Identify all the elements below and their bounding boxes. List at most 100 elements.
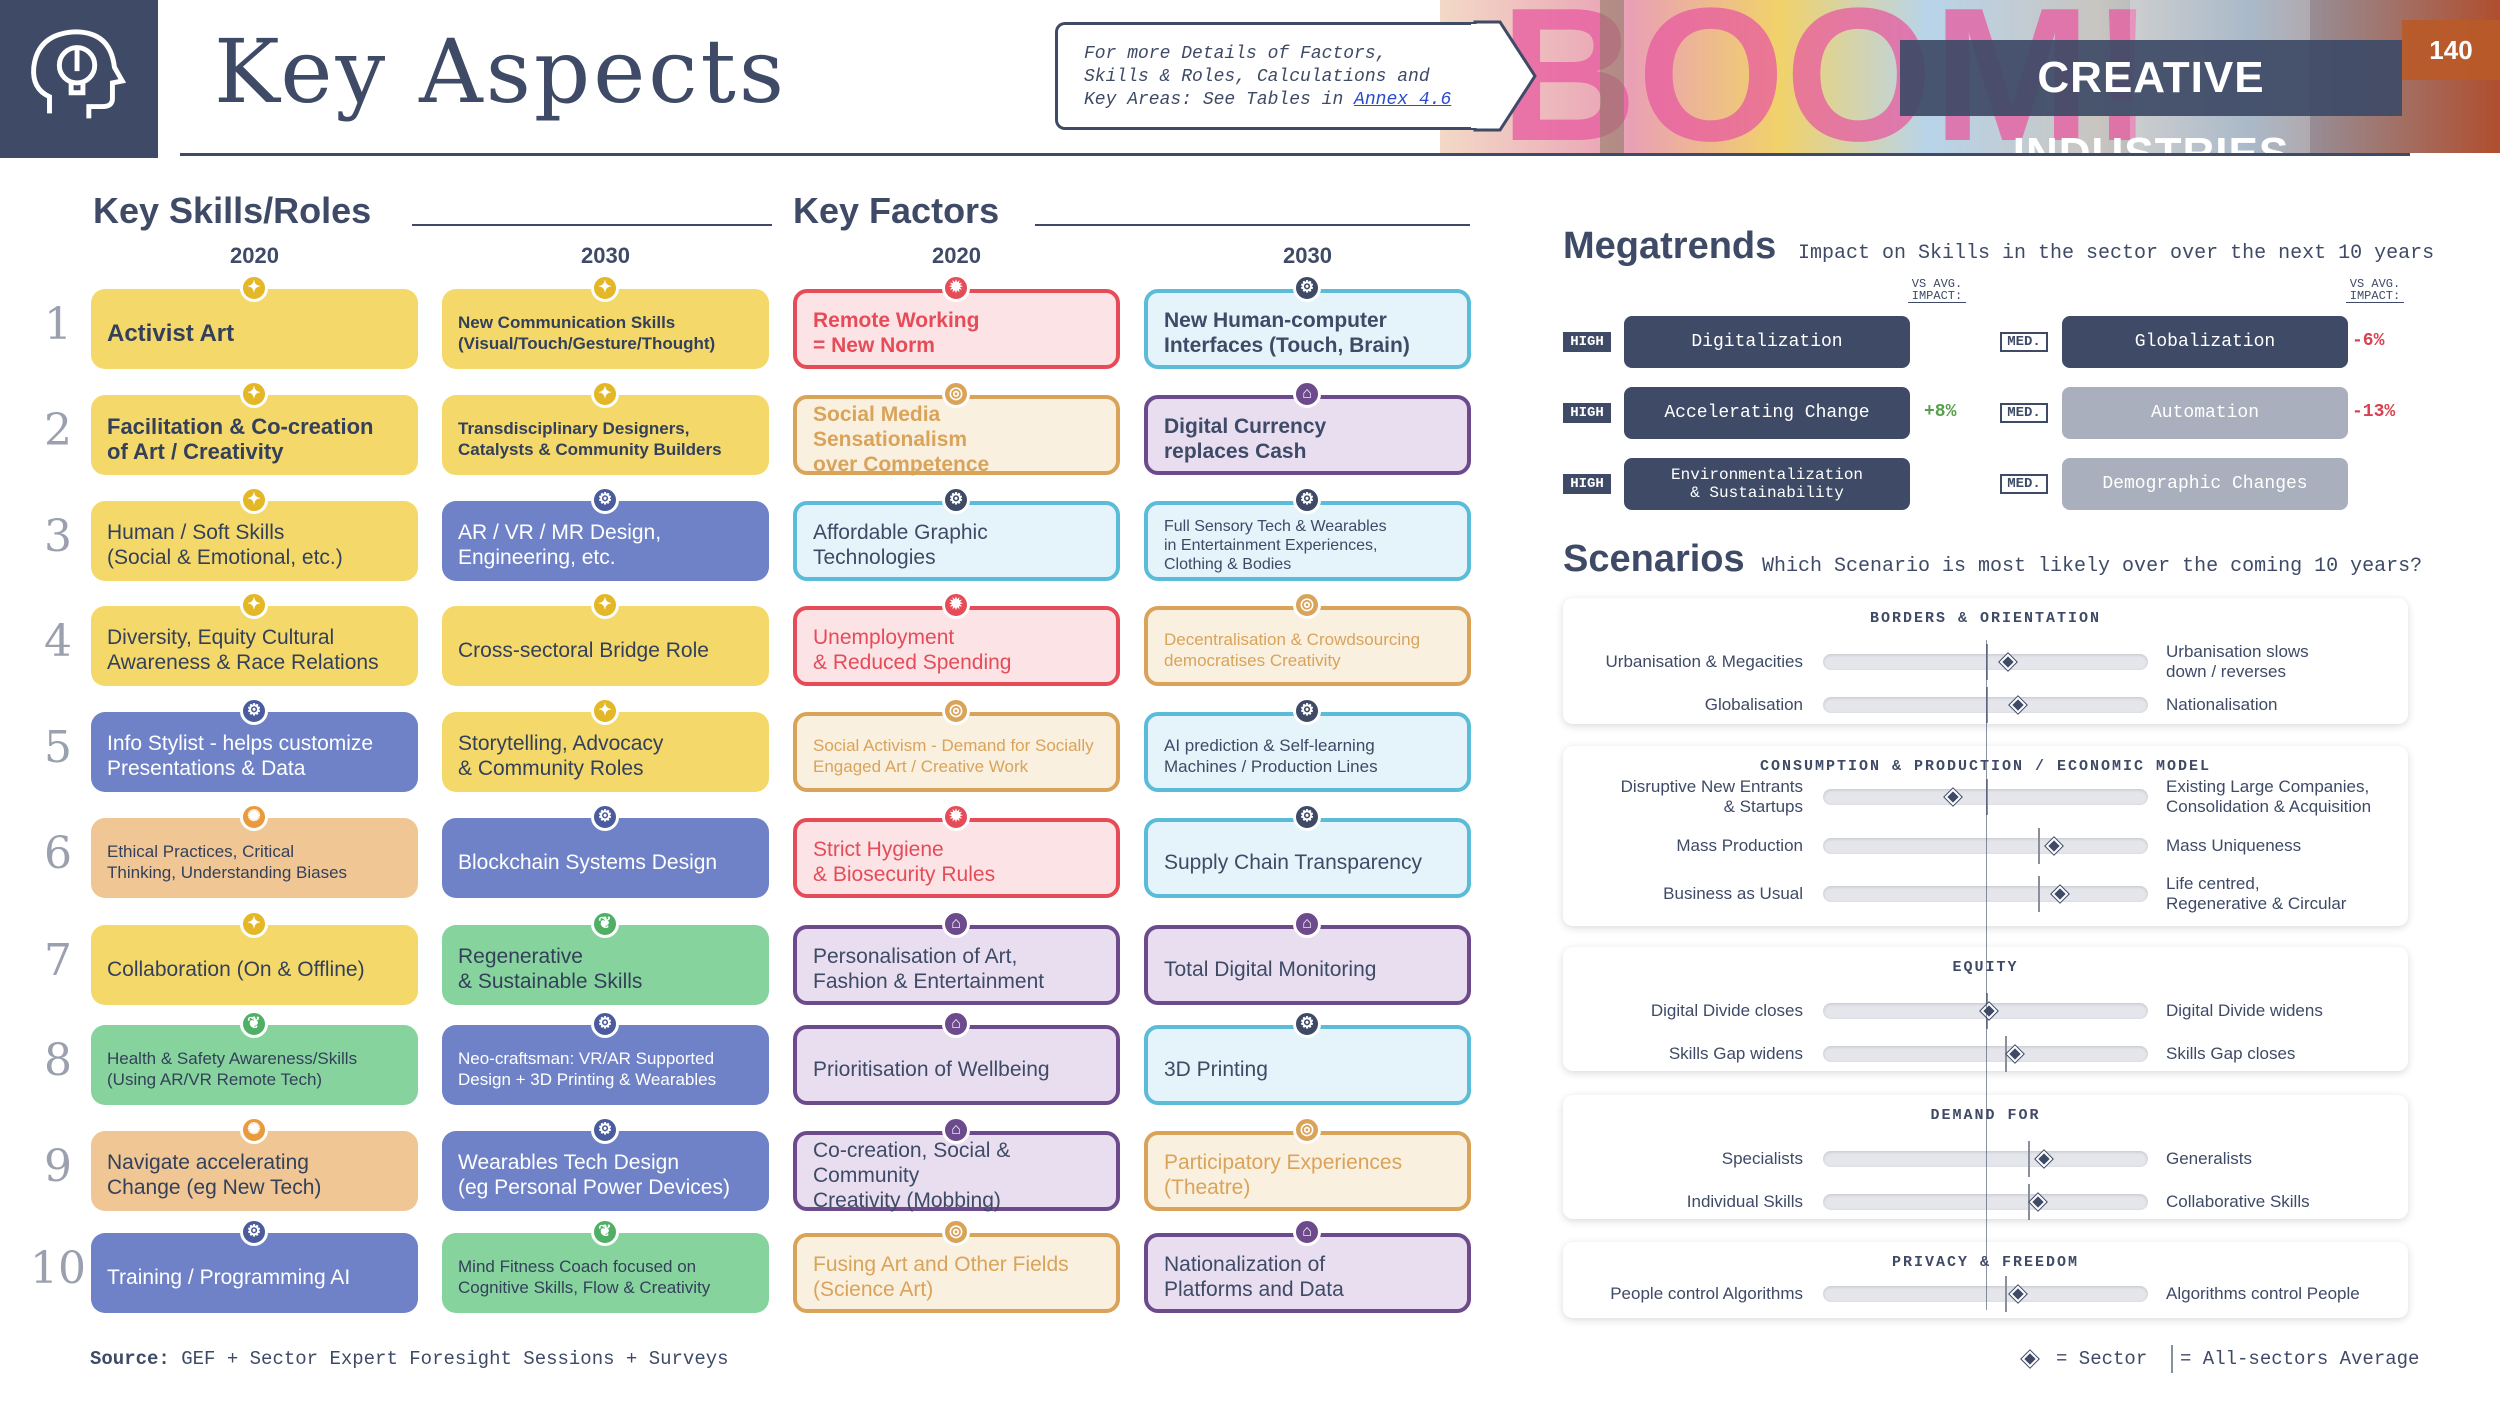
society-icon: ◎ xyxy=(942,697,970,725)
card-text: Human / Soft Skills(Social & Emotional, … xyxy=(107,520,343,570)
factors-2030-header: 2030 xyxy=(1283,243,1332,268)
label-line: Globalisation xyxy=(1704,695,1803,714)
card-line: over Competence xyxy=(813,452,990,476)
skill-2030-card: New Communication Skills(Visual/Touch/Ge… xyxy=(442,289,769,369)
tech-icon: ⚙ xyxy=(240,697,268,725)
label-line: Skills Gap closes xyxy=(2166,1044,2296,1063)
card-line: Remote Working xyxy=(813,309,980,332)
card-text: Cross-sectoral Bridge Role xyxy=(458,638,709,663)
row-number: 9 xyxy=(44,1141,72,1192)
economy-icon: ⌂ xyxy=(942,1010,970,1038)
label-line: Disruptive New Entrants xyxy=(1620,777,1803,796)
source-text: GEF + Sector Expert Foresight Sessions +… xyxy=(169,1348,729,1370)
card-line: Co-creation, Social & Community xyxy=(813,1138,1011,1187)
tech-icon: ⚙ xyxy=(591,1116,619,1144)
all-sectors-average-line xyxy=(2005,1276,2007,1312)
skill-2030-card: AR / VR / MR Design,Engineering, etc. xyxy=(442,501,769,581)
card-text: Activist Art xyxy=(107,321,234,346)
card-line: AI prediction & Self-learning xyxy=(1164,736,1375,755)
card-line: & Sustainable Skills xyxy=(458,970,643,993)
economy-icon: ⌂ xyxy=(942,910,970,938)
factor-2020-card: Strict Hygiene& Biosecurity Rules xyxy=(793,818,1120,898)
card-line: Fashion & Entertainment xyxy=(813,970,1045,993)
vs-avg-line2: IMPACT: xyxy=(1911,289,1963,303)
label-line: Existing Large Companies, xyxy=(2166,777,2370,796)
society-icon: ◎ xyxy=(942,380,970,408)
scenario-left-label: Disruptive New Entrants& Startups xyxy=(1563,777,1803,817)
card-line: Social Activism - Demand for Socially xyxy=(813,736,1094,755)
label-line: Life centred, xyxy=(2166,874,2260,893)
skills-2030-header: 2030 xyxy=(581,243,630,268)
card-line: New Communication Skills xyxy=(458,313,676,332)
skill-2030-card: Transdisciplinary Designers,Catalysts & … xyxy=(442,395,769,475)
label-line: People control Algorithms xyxy=(1610,1284,1803,1303)
card-line: Neo-craftsman: VR/AR Supported xyxy=(458,1049,715,1068)
label-line: Individual Skills xyxy=(1686,1192,1803,1211)
row-number: 2 xyxy=(44,405,72,456)
skills-heading: Key Skills/Roles xyxy=(93,190,372,231)
note-line-3-prefix: Key Areas: See Tables in xyxy=(1084,90,1355,110)
card-line: (Using AR/VR Remote Tech) xyxy=(107,1070,323,1089)
tech-icon: ⚙ xyxy=(240,1218,268,1246)
card-text: AR / VR / MR Design,Engineering, etc. xyxy=(458,520,661,570)
tech-icon: ⚙ xyxy=(591,803,619,831)
lightning-icon: ✦ xyxy=(240,486,268,514)
card-line: (Science Art) xyxy=(813,1278,934,1301)
virus-icon: ✹ xyxy=(942,274,970,302)
card-line: Navigate accelerating xyxy=(107,1151,309,1174)
label-line: Mass Production xyxy=(1676,836,1803,855)
tech-icon: ⚙ xyxy=(1293,486,1321,514)
card-line: Ethical Practices, Critical xyxy=(107,842,295,861)
skill-2020-card: Health & Safety Awareness/Skills(Using A… xyxy=(91,1025,418,1105)
all-sectors-average-line xyxy=(1985,779,1988,815)
card-line: Affordable Graphic xyxy=(813,521,988,544)
impact-level-badge: HIGH xyxy=(1563,332,1611,352)
scenario-right-label: Generalists xyxy=(2166,1149,2406,1169)
label-line: Digital Divide widens xyxy=(2166,1001,2323,1020)
scenario-left-label: Specialists xyxy=(1563,1149,1803,1169)
scenario-right-label: Skills Gap closes xyxy=(2166,1044,2406,1064)
card-line: 3D Printing xyxy=(1164,1057,1268,1081)
card-line: = New Norm xyxy=(813,334,935,357)
bulb-icon: ✺ xyxy=(240,803,268,831)
source-label: Source: xyxy=(90,1348,170,1370)
megatrend-pill: Globalization xyxy=(2062,316,2348,368)
card-line: Training / Programming AI xyxy=(107,1265,351,1289)
factor-2020-card: Unemployment& Reduced Spending xyxy=(793,606,1120,686)
impact-level-badge: MED. xyxy=(2000,332,2048,352)
all-sectors-average-line xyxy=(2027,1141,2030,1177)
card-line: Personalisation of Art, xyxy=(813,945,1018,968)
card-line: Engaged Art / Creative Work xyxy=(813,757,1029,776)
card-line: Clothing & Bodies xyxy=(1164,555,1292,573)
virus-icon: ✹ xyxy=(942,803,970,831)
megatrend-name: Accelerating Change xyxy=(1664,403,1870,423)
card-line: Thinking, Understanding Biases xyxy=(107,863,348,882)
factors-heading-rule xyxy=(1035,224,1470,226)
tech-icon: ⚙ xyxy=(1293,274,1321,302)
skills-heading-rule xyxy=(412,224,772,226)
card-line: Full Sensory Tech & Wearables xyxy=(1164,517,1387,535)
vs-avg-line1: VS AVG. xyxy=(2349,277,2401,291)
lightning-icon: ✦ xyxy=(240,380,268,408)
skills-2020-header: 2020 xyxy=(230,243,279,268)
card-line: Technologies xyxy=(813,546,936,569)
sector-name-banner: CREATIVE INDUSTRIES xyxy=(1900,40,2402,178)
label-line: Urbanisation slows xyxy=(2166,642,2309,661)
card-line: replaces Cash xyxy=(1164,440,1307,463)
annex-link[interactable]: Annex 4.6 xyxy=(1354,90,1452,110)
card-line: Unemployment xyxy=(813,626,955,649)
label-line: Nationalisation xyxy=(2166,695,2278,714)
all-sectors-average-line xyxy=(2037,876,2040,912)
card-line: Digital Currency xyxy=(1164,415,1327,438)
lightning-icon: ✦ xyxy=(591,380,619,408)
scenario-left-label: Digital Divide closes xyxy=(1563,1001,1803,1021)
scenario-left-label: People control Algorithms xyxy=(1563,1284,1803,1304)
